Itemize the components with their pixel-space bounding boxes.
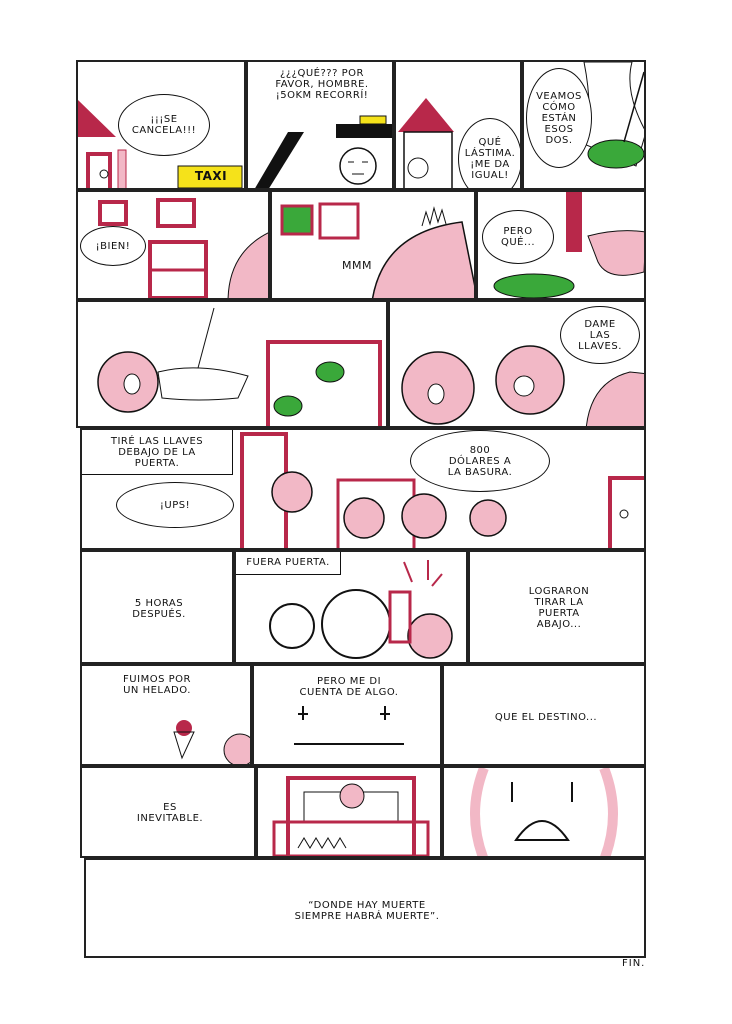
bubble-text: PERO QUÉ... [500, 226, 536, 248]
panel-mmm: MMM [270, 190, 476, 300]
bubble-text: ¡¡¡SE CANCELA!!! [131, 114, 197, 136]
speech-bubble: DAME LAS LLAVES. [560, 306, 640, 364]
caption-box: FUERA PUERTA. [236, 552, 341, 575]
ice-cream-drawing [173, 720, 250, 764]
quote-text: “DONDE HAY MUERTE SIEMPRE HABRÁ MUERTE”. [294, 900, 440, 922]
panel-realized: PERO ME DI CUENTA DE ALGO. [252, 664, 442, 766]
bedroom-drawing [98, 198, 268, 298]
bubble-text: ¡BIEN! [95, 240, 131, 252]
caption-text: ES INEVITABLE. [136, 802, 204, 824]
panel-final-quote: “DONDE HAY MUERTE SIEMPRE HABRÁ MUERTE”. [84, 858, 646, 958]
hand-and-shoe-drawing [493, 192, 644, 298]
panel-car [256, 766, 442, 858]
caption-text: TIRÉ LAS LLAVES DEBAJO DE LA PUERTA. [110, 436, 204, 469]
caption-text: FUIMOS POR UN HELADO. [123, 674, 191, 696]
speech-bubble: PERO QUÉ... [482, 210, 554, 264]
caption-text: FUERA PUERTA. [246, 557, 330, 568]
panel-lets-see: VEAMOS CÓMO ESTÁN ESOS DOS. [522, 60, 646, 190]
caption-text: PERO ME DI CUENTA DE ALGO. [299, 676, 399, 698]
speech-bubble: VEAMOS CÓMO ESTÁN ESOS DOS. [526, 68, 592, 168]
house-drawing [398, 98, 454, 188]
bubble-text: ¡UPS! [159, 499, 191, 511]
stare-face-drawing [294, 706, 404, 745]
car-drawing [272, 776, 430, 856]
panel-lying-down [76, 300, 388, 428]
speech-text: ¿¿¿QUÉ??? POR FAVOR, HOMBRE. ¡5OKM RECOR… [275, 68, 369, 101]
panel-destiny: QUE EL DESTINO... [442, 664, 646, 766]
panel-door-down: LOGRARON TIRAR LA PUERTA ABAJO... [468, 550, 646, 664]
panel-great: ¡BIEN! [76, 190, 270, 300]
caption-text: QUE EL DESTINO... [494, 712, 598, 723]
panel-cancel: ¡¡¡SE CANCELA!!! TAXI [76, 60, 246, 190]
speech-bubble: ¡BIEN! [80, 226, 146, 266]
end-label: FIN. [622, 958, 646, 969]
panel-outside-door: FUERA PUERTA. [234, 550, 468, 664]
head-closeup-drawing [280, 202, 474, 298]
taxi-sign: TAXI [194, 169, 228, 183]
panel-shocked-face [442, 766, 646, 858]
foot-drawing [583, 62, 644, 169]
speech-bubble: QUÉ LÁSTIMA. ¡ME DA IGUAL! [458, 118, 520, 188]
two-characters-drawing [401, 345, 644, 426]
speech-bubble: ¡UPS! [116, 482, 234, 528]
panel-inevitable: ES INEVITABLE. [80, 766, 256, 858]
house-scene-drawing [78, 100, 243, 188]
shocked-face-drawing [470, 768, 618, 856]
doors-scene-drawing [240, 432, 644, 548]
caption-text: 5 HORAS DESPUÉS. [132, 598, 186, 620]
bubble-text: DAME LAS LLAVES. [578, 318, 622, 352]
bubble-text: QUÉ LÁSTIMA. ¡ME DA IGUAL! [464, 137, 516, 181]
bubble-text: 800 DÓLARES A LA BASURA. [447, 444, 513, 478]
speech-bubble: 800 DÓLARES A LA BASURA. [410, 430, 550, 492]
caption-box: TIRÉ LAS LLAVES DEBAJO DE LA PUERTA. [82, 430, 233, 475]
panel-complaint: ¿¿¿QUÉ??? POR FAVOR, HOMBRE. ¡5OKM RECOR… [246, 60, 394, 190]
sound-effect: MMM [342, 259, 372, 272]
panel-indifferent: QUÉ LÁSTIMA. ¡ME DA IGUAL! [394, 60, 522, 190]
panel-but-what: PERO QUÉ... [476, 190, 646, 300]
panel-ice-cream: FUIMOS POR UN HELADO. [80, 664, 252, 766]
panel-five-hours: 5 HORAS DESPUÉS. [80, 550, 234, 664]
broken-door-drawing [269, 560, 453, 659]
person-lying-drawing [97, 307, 382, 426]
panel-keys-thrown: TIRÉ LAS LLAVES DEBAJO DE LA PUERTA. ¡UP… [80, 428, 646, 550]
panel-give-keys: DAME LAS LLAVES. [388, 300, 646, 428]
speech-bubble: ¡¡¡SE CANCELA!!! [118, 94, 210, 156]
bubble-text: VEAMOS CÓMO ESTÁN ESOS DOS. [536, 90, 582, 146]
taxi-door-drawing [255, 115, 392, 188]
caption-text: LOGRARON TIRAR LA PUERTA ABAJO... [528, 586, 590, 630]
